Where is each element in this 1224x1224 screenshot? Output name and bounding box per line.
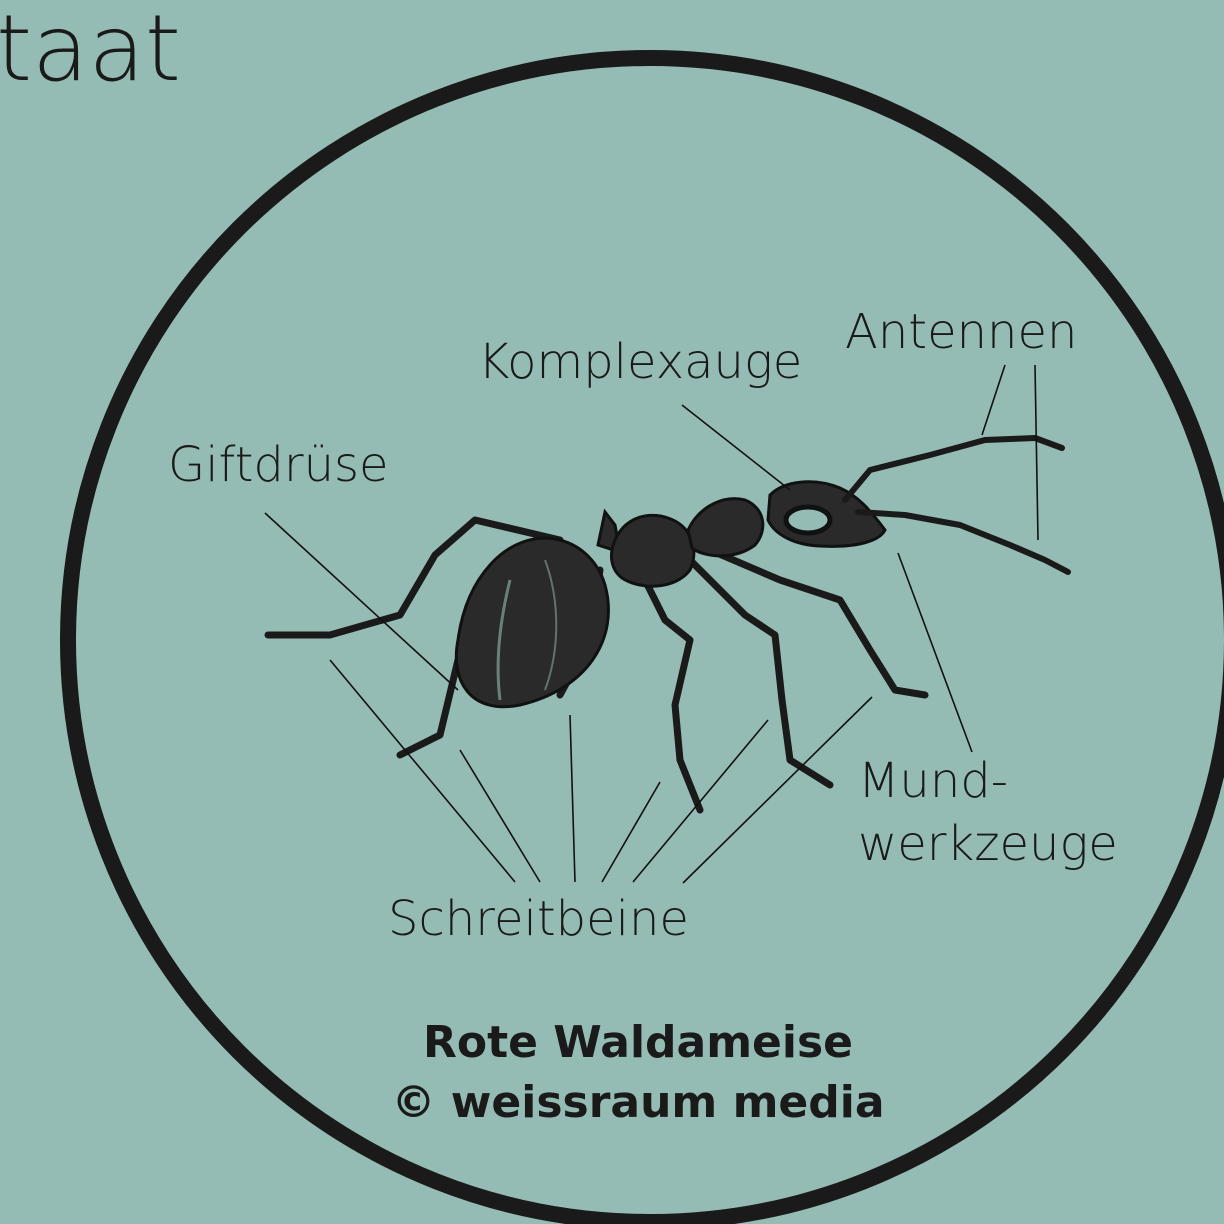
- label-compound-eye: Komplexauge: [478, 334, 802, 390]
- label-walking-legs: Schreitbeine: [388, 891, 689, 947]
- ant-neck: [688, 499, 763, 556]
- ant-legs: [268, 520, 925, 810]
- compound-eye: [786, 507, 830, 533]
- label-antennae: Antennen: [845, 304, 1077, 360]
- ant-thorax: [611, 515, 693, 586]
- label-poison-gland: Giftdrüse: [168, 437, 389, 493]
- header-fragment: taat: [0, 0, 181, 102]
- label-mouthparts-line2: werkzeuge: [858, 816, 1118, 872]
- label-mouthparts-line1: Mund-: [858, 753, 1008, 809]
- ant-gaster: [456, 538, 608, 707]
- caption-species: Rote Waldameise: [423, 1017, 853, 1068]
- caption-credit: © weissraum media: [391, 1077, 884, 1128]
